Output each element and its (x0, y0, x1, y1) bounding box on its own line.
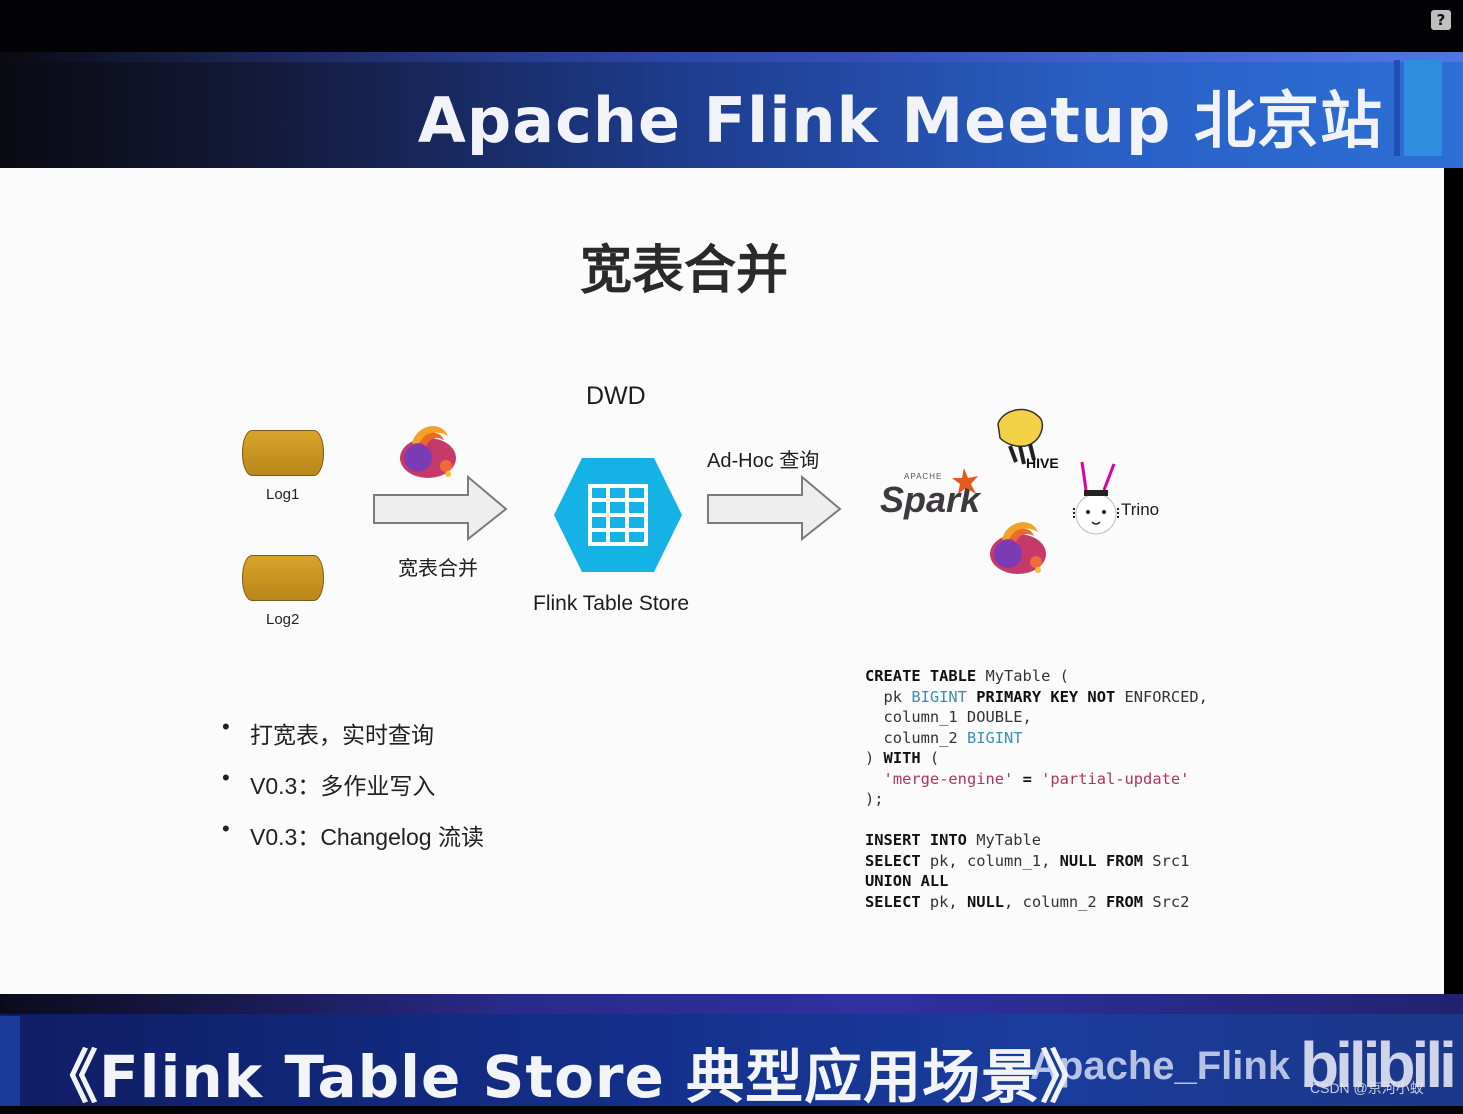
header-separator (1394, 60, 1400, 156)
bullet-item: V0.3：多作业写入 (222, 765, 484, 818)
trino-label: Trino (1121, 500, 1160, 519)
svg-text:HIVE: HIVE (1026, 455, 1059, 470)
help-icon[interactable]: ? (1431, 10, 1451, 30)
footer-title: 《Flink Table Store 典型应用场景》 (40, 1043, 1100, 1111)
header-accent (1404, 60, 1442, 156)
log1-label: Log1 (266, 486, 300, 503)
slide: 宽表合并 Log1 Log2 宽表合并 DWD Flink Table Stor… (0, 168, 1444, 994)
watermark: Apache_Flink (1030, 1044, 1291, 1088)
footer-band (0, 994, 1463, 1106)
log1-cylinder (242, 430, 324, 476)
query-arrow (707, 474, 842, 542)
trino-logo-icon (1073, 461, 1119, 535)
log2-label: Log2 (266, 611, 300, 628)
csdn-credit: CSDN @京河小蚁 (1310, 1080, 1424, 1096)
merge-label: 宽表合并 (398, 558, 478, 580)
spark-logo-icon: APACHE Spark (880, 468, 982, 520)
slide-title: 宽表合并 (580, 241, 789, 301)
top-bar (0, 0, 1463, 52)
flink-engine-logo-icon (990, 522, 1046, 574)
dwd-label: DWD (586, 382, 646, 410)
table-store-hex-icon (554, 458, 682, 572)
svg-text:APACHE: APACHE (904, 472, 942, 481)
bullet-item: 打宽表，实时查询 (222, 714, 484, 767)
flink-logo-icon (400, 426, 456, 478)
hive-logo-icon: HIVE (997, 408, 1059, 470)
adhoc-query-label: Ad-Hoc 查询 (707, 450, 820, 472)
header-title: Apache Flink Meetup 北京站 (417, 84, 1383, 157)
bullet-item: V0.3：Changelog 流读 (222, 816, 484, 869)
footer-accent (0, 1016, 20, 1106)
store-label: Flink Table Store (533, 592, 690, 615)
log2-cylinder (242, 555, 324, 601)
header-band (0, 52, 1463, 168)
bullet-list: 打宽表，实时查询 V0.3：多作业写入 V0.3：Changelog 流读 (222, 714, 484, 869)
sql-code-block: CREATE TABLE MyTable ( pk BIGINT PRIMARY… (865, 667, 1208, 911)
bilibili-logo: bilibili (1300, 1029, 1457, 1101)
merge-arrow (373, 474, 508, 542)
